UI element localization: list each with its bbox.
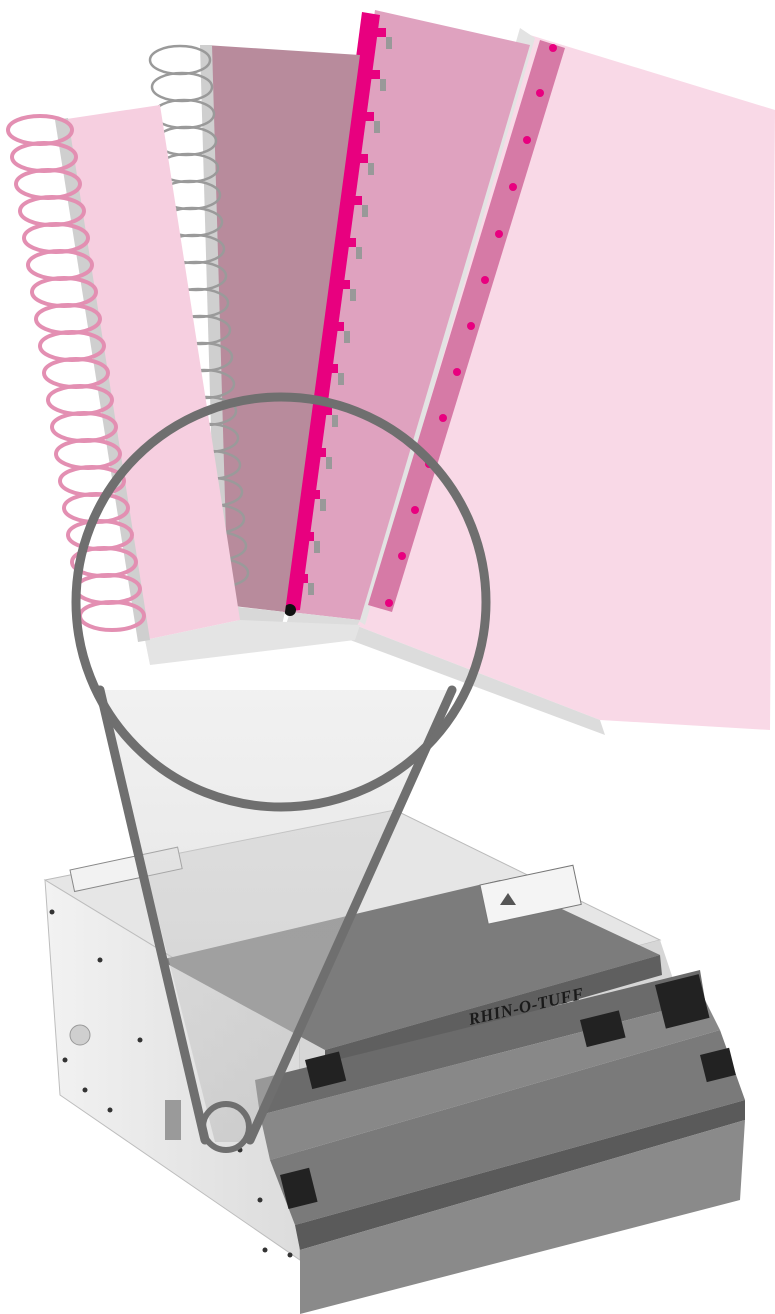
- binding-illustration: RHIN-O-TUFF: [0, 0, 775, 1314]
